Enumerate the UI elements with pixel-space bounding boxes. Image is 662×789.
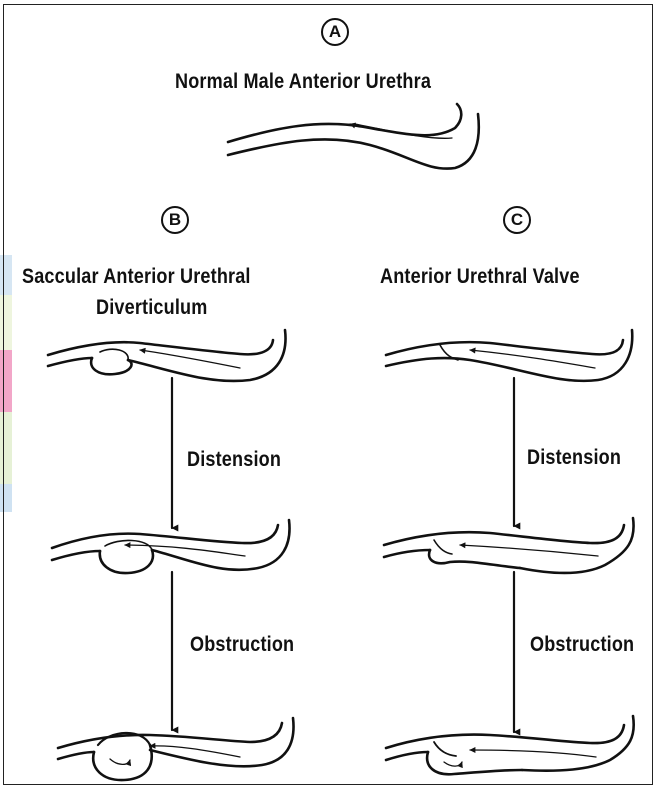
diverticulum-distended-shape (52, 520, 290, 573)
valve-small-shape (386, 330, 632, 381)
diverticulum-obstructing-shape (58, 718, 294, 780)
diverticulum-small-shape (48, 330, 286, 381)
valve-distended-shape (384, 518, 634, 573)
normal-urethra-shape (228, 104, 479, 169)
valve-obstructing-shape (386, 716, 634, 774)
